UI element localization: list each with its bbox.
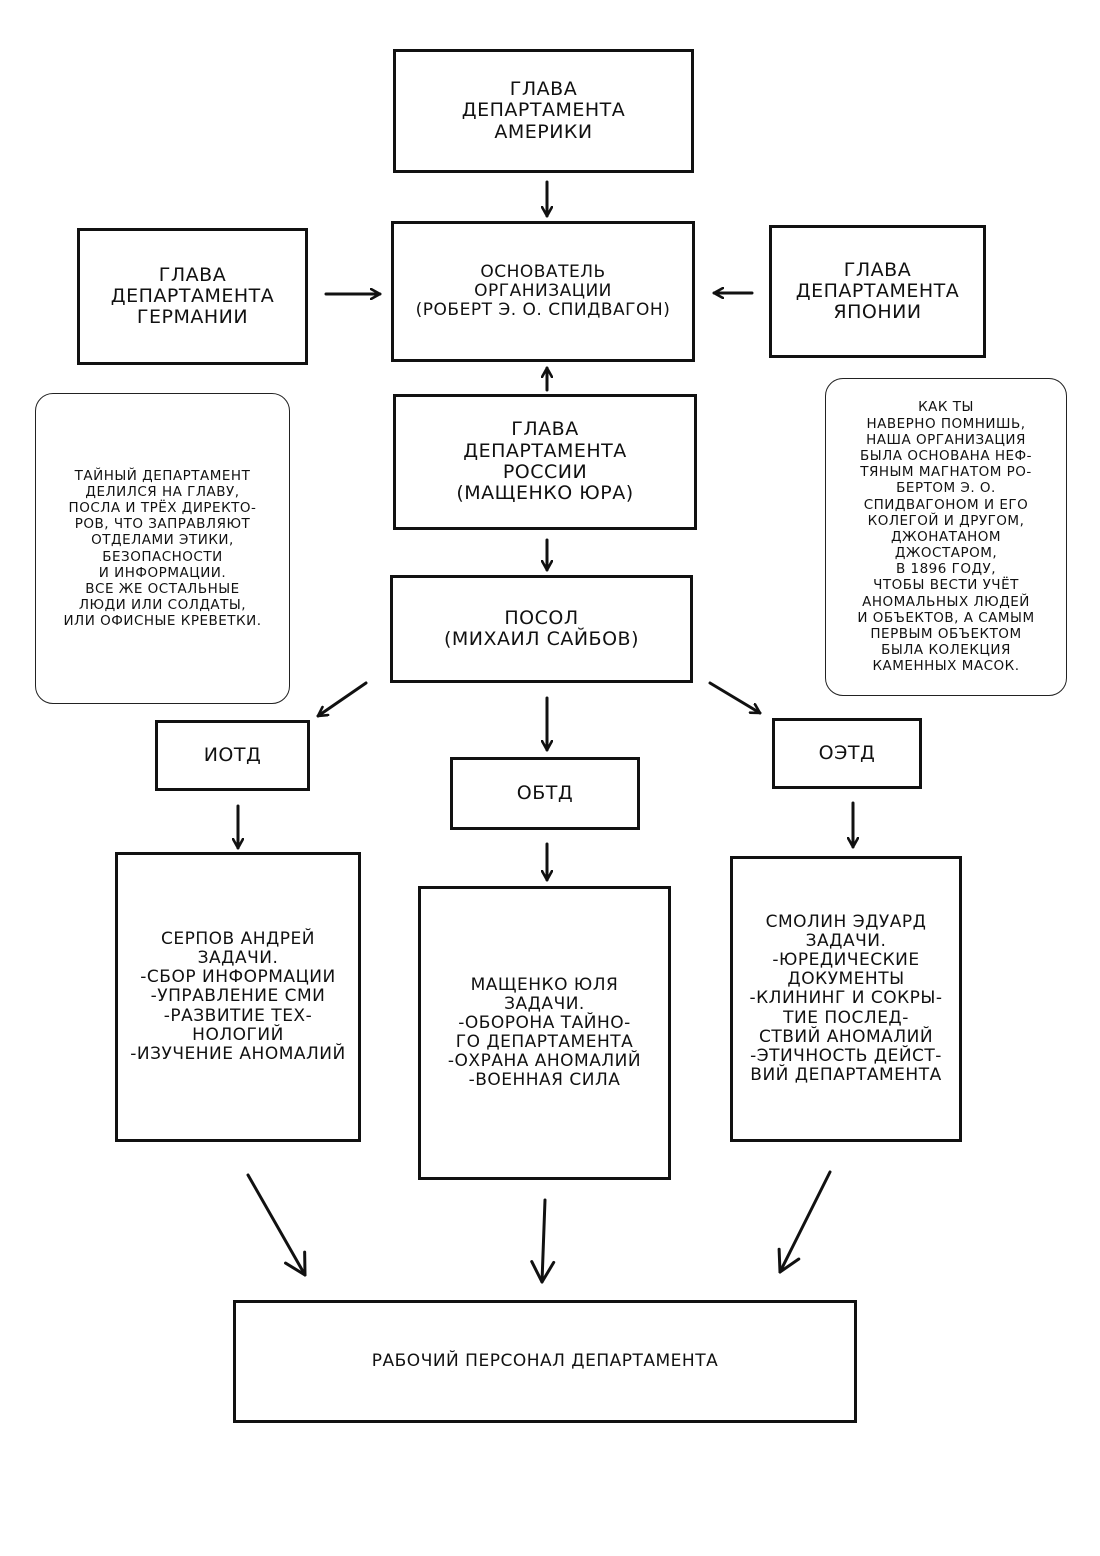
obtd-details-box: Мащенко Юля задачи. -оборона тайно- го д… xyxy=(418,886,671,1180)
head-germany-box: Глава департамента Германии xyxy=(77,228,308,365)
oetd-details-box: Смолин Эдуард задачи. -юредические докум… xyxy=(730,856,962,1142)
iotd-box: ИОТД xyxy=(155,720,310,791)
arrow-ambassador-to-oetd xyxy=(708,681,762,715)
head-russia-box: Глава департамента России (Мащенко Юра) xyxy=(393,394,697,530)
arrow-iotd-details-to-staff xyxy=(246,1173,307,1277)
arrow-ambassador-to-iotd xyxy=(316,681,368,718)
head-america-box: Глава департамента Америки xyxy=(393,49,694,173)
left-note-text: Тайный департамент делился на главу, пос… xyxy=(63,467,262,630)
left-note: Тайный департамент делился на главу, пос… xyxy=(35,393,290,704)
right-note-text: Как ты наверно помнишь, наша организация… xyxy=(857,399,1035,675)
arrow-oetd-details-to-staff xyxy=(777,1170,832,1274)
arrow-obtd-details-to-staff xyxy=(530,1198,556,1284)
oetd-details-text: Смолин Эдуард задачи. -юредические докум… xyxy=(749,912,943,1085)
founder-box: Основатель организации (Роберт Э. О. Спи… xyxy=(391,221,695,362)
head-germany-label: Глава департамента Германии xyxy=(110,263,275,329)
head-japan-box: Глава департамента Японии xyxy=(769,225,986,358)
oetd-label: ОЭТД xyxy=(818,741,876,764)
head-america-label: Глава департамента Америки xyxy=(461,78,626,143)
staff-label: Рабочий персонал департамента xyxy=(371,1350,719,1371)
obtd-details-text: Мащенко Юля задачи. -оборона тайно- го д… xyxy=(447,974,642,1091)
founder-label: Основатель организации (Роберт Э. О. Спи… xyxy=(415,261,671,321)
oetd-box: ОЭТД xyxy=(772,718,922,789)
obtd-label: ОБТД xyxy=(516,781,574,804)
head-japan-label: Глава департамента Японии xyxy=(795,258,960,324)
ambassador-box: Посол (Михаил Сайбов) xyxy=(390,575,693,683)
staff-box: Рабочий персонал департамента xyxy=(233,1300,857,1423)
iotd-label: ИОТД xyxy=(203,743,262,766)
iotd-details-text: Серпов Андрей задачи. -сбор информации -… xyxy=(130,929,346,1064)
iotd-details-box: Серпов Андрей задачи. -сбор информации -… xyxy=(115,852,361,1142)
obtd-box: ОБТД xyxy=(450,757,640,830)
ambassador-label: Посол (Михаил Сайбов) xyxy=(444,606,639,650)
head-russia-label: Глава департамента России (Мащенко Юра) xyxy=(456,418,634,505)
right-note: Как ты наверно помнишь, наша организация… xyxy=(825,378,1067,696)
